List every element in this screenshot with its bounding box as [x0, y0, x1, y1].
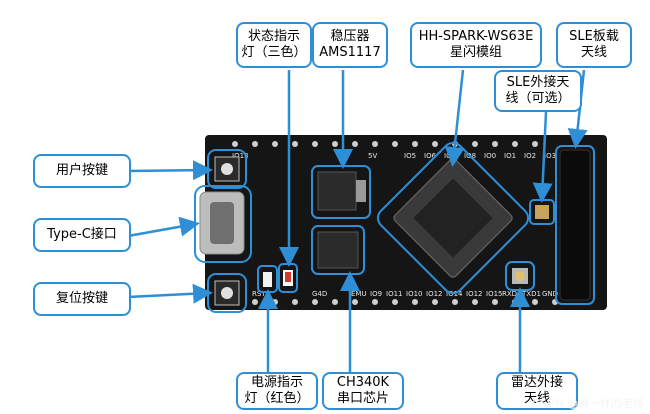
callout-reset-button: 复位按键 — [33, 282, 131, 316]
pin-label-top: IO6 — [424, 152, 437, 160]
pin-label-bottom: RXD1 — [502, 290, 522, 298]
ch340k-part — [317, 231, 359, 269]
pin-label-bottom: G4D — [312, 290, 327, 298]
pin-label-top: 5V — [368, 152, 377, 160]
pin-label-top: IO5 — [404, 152, 416, 160]
callout-sle-external-antenna-line2: 线（可选） — [505, 91, 571, 106]
pin-label-bottom: GND — [542, 290, 558, 298]
callout-ch340k-line2: 串口芯片 — [336, 391, 389, 406]
power-led-part — [263, 272, 272, 287]
callout-power-led: 电源指示 灯（红色） — [236, 372, 318, 410]
callout-user-button: 用户按键 — [33, 154, 131, 188]
pin-label-bottom: IO11 — [386, 290, 402, 298]
callout-power-led-line2: 灯（红色） — [244, 391, 310, 406]
callout-regulator-line2: AMS1117 — [319, 45, 381, 60]
callout-sle-onboard-antenna: SLE板载 天线 — [556, 22, 632, 68]
callout-sle-external-antenna-line1: SLE外接天 — [506, 75, 570, 90]
callout-radar-antenna-line1: 雷达外接 — [510, 375, 563, 390]
callout-status-led-line2: 灯（三色） — [241, 45, 307, 60]
radar-ext-antenna-connector — [512, 268, 528, 284]
pin-label-top: IO0 — [484, 152, 496, 160]
onboard-antenna — [559, 149, 591, 301]
pin-label-top: IO3 — [544, 152, 556, 160]
top-header-pins — [232, 141, 538, 147]
callout-sle-onboard-antenna-line2: 天线 — [580, 45, 607, 60]
callout-module: HH-SPARK-WS63E 星闪模组 — [410, 22, 542, 68]
pin-label-top: IO13 — [232, 152, 248, 160]
callout-regulator-line1: 稳压器 — [330, 29, 370, 44]
pin-label-bottom: IO15 — [486, 290, 502, 298]
callout-status-led-line1: 状态指示 — [247, 29, 300, 44]
status-led-part — [283, 270, 293, 286]
reset-button-part — [214, 280, 240, 306]
wifi-module-part — [393, 158, 513, 278]
pin-label-bottom: IO12 — [426, 290, 442, 298]
pin-label-top: IO1 — [504, 152, 516, 160]
pin-label-bottom: IO14 — [446, 290, 463, 298]
callout-sle-onboard-antenna-line1: SLE板载 — [569, 29, 619, 44]
pin-label-bottom: TXD1 — [521, 290, 541, 298]
user-button-part — [214, 156, 240, 182]
pin-label-bottom: EMU — [351, 290, 367, 298]
sle-ext-antenna-connector — [535, 205, 549, 219]
callout-typec: Type-C接口 — [33, 218, 131, 252]
callout-ch340k: CH340K 串口芯片 — [322, 372, 404, 410]
callout-regulator: 稳压器 AMS1117 — [312, 22, 388, 68]
callout-module-line1: HH-SPARK-WS63E — [418, 29, 534, 44]
callout-status-led: 状态指示 灯（三色） — [236, 22, 312, 68]
callout-radar-antenna: 雷达外接 天线 — [496, 372, 578, 410]
callout-module-line2: 星闪模组 — [449, 45, 502, 60]
callout-ch340k-line1: CH340K — [336, 375, 390, 390]
pin-label-bottom: IO12 — [466, 290, 482, 298]
callout-radar-antenna-line2: 天线 — [523, 391, 550, 406]
pin-label-top: IO2 — [524, 152, 536, 160]
pin-label-bottom: IO10 — [406, 290, 422, 298]
pin-label-bottom: IO9 — [370, 290, 382, 298]
callout-sle-external-antenna: SLE外接天 线（可选） — [494, 70, 582, 112]
watermark: CSDN @神一样的老师 — [532, 397, 644, 410]
regulator-part — [317, 171, 366, 211]
callout-power-led-line1: 电源指示 — [250, 375, 303, 390]
callout-reset-button-line1: 复位按键 — [55, 291, 108, 306]
typec-connector — [199, 191, 245, 255]
callout-user-button-line1: 用户按键 — [55, 163, 108, 178]
callout-typec-line1: Type-C接口 — [47, 227, 117, 242]
